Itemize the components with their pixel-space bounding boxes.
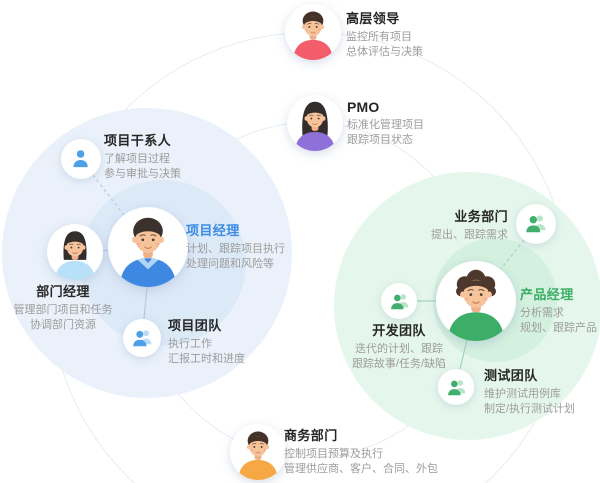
man-orange-shirt-avatar-icon (230, 424, 286, 480)
pmo-avatar (287, 95, 343, 151)
leader-label: 高层领导 监控所有项目 总体评估与决策 (346, 8, 423, 59)
dev-team-icon-bubble (381, 283, 417, 319)
woman-purple-shirt-avatar-icon (287, 95, 343, 151)
pmo-desc-1: 标准化管理项目 (347, 119, 424, 131)
dev-team-label: 开发团队 迭代的计划、跟踪 跟踪故事/任务/缺陷 (348, 320, 450, 371)
commerce-dept-label: 商务部门 控制项目预算及执行 管理供应商、客户、合同、外包 (284, 425, 438, 476)
commerce-dept-title: 商务部门 (284, 428, 338, 443)
product-manager-avatar (436, 261, 516, 341)
business-dept-icon-bubble (516, 204, 556, 244)
stakeholder-desc-1: 了解项目过程 (104, 153, 170, 165)
project-team-label: 项目团队 执行工作 汇报工时和进度 (168, 315, 245, 366)
test-team-label: 测试团队 维护测试用例库 制定/执行测试计划 (484, 365, 575, 416)
people-icon (131, 327, 153, 349)
product-manager-desc-1: 分析需求 (520, 307, 564, 319)
stakeholder-desc-2: 参与审批与决策 (104, 167, 181, 180)
project-manager-desc-2: 处理问题和风险等 (186, 257, 274, 270)
woman-lightblue-shirt-avatar-icon (47, 224, 103, 280)
commerce-dept-desc-1: 控制项目预算及执行 (284, 448, 383, 460)
dev-team-desc-2: 跟踪故事/任务/缺陷 (351, 357, 447, 370)
leader-title: 高层领导 (346, 11, 400, 26)
people-icon (389, 291, 410, 312)
pmo-desc-2: 跟踪项目状态 (347, 133, 413, 146)
stakeholder-title: 项目干系人 (104, 133, 172, 148)
commerce-dept-avatar (230, 424, 286, 480)
dev-team-title: 开发团队 (372, 323, 426, 338)
project-team-desc-2: 汇报工时和进度 (168, 352, 245, 365)
project-team-desc-1: 执行工作 (168, 338, 212, 350)
stakeholder-icon-bubble (61, 139, 101, 179)
product-manager-title: 产品经理 (520, 287, 574, 302)
leader-desc-2: 总体评估与决策 (346, 45, 423, 58)
commerce-dept-desc-2: 管理供应商、客户、合同、外包 (284, 462, 438, 475)
test-team-title: 测试团队 (484, 368, 538, 383)
dept-manager-title: 部门经理 (36, 284, 90, 299)
pmo-label: PMO 标准化管理项目 跟踪项目状态 (347, 99, 424, 147)
man-red-shirt-avatar-icon (285, 4, 341, 60)
project-manager-avatar (108, 207, 188, 287)
dept-manager-desc-2: 协调部门资源 (30, 318, 96, 331)
project-manager-title: 项目经理 (186, 223, 240, 238)
business-dept-title: 业务部门 (454, 209, 508, 224)
stakeholder-label: 项目干系人 了解项目过程 参与审批与决策 (104, 130, 181, 181)
person-icon (69, 147, 92, 170)
test-team-desc-1: 维护测试用例库 (484, 388, 561, 400)
project-team-title: 项目团队 (168, 318, 222, 333)
people-icon (446, 377, 467, 398)
man-blue-shirt-avatar-icon (108, 207, 188, 287)
dev-team-desc-1: 迭代的计划、跟踪 (355, 343, 443, 355)
business-dept-desc-1: 提出、跟踪需求 (431, 229, 508, 241)
project-team-icon-bubble (123, 319, 161, 357)
dept-manager-label: 部门经理 管理部门项目和任务 协调部门资源 (0, 281, 126, 332)
dept-manager-avatar (47, 224, 103, 280)
leader-avatar (285, 4, 341, 60)
project-manager-desc-1: 计划、跟踪项目执行 (186, 243, 285, 255)
test-team-icon-bubble (438, 369, 474, 405)
product-manager-desc-2: 规划、跟踪产品 (520, 321, 597, 334)
project-manager-label: 项目经理 计划、跟踪项目执行 处理问题和风险等 (186, 220, 285, 271)
product-manager-label: 产品经理 分析需求 规划、跟踪产品 (520, 284, 597, 335)
test-team-desc-2: 制定/执行测试计划 (484, 402, 576, 415)
dept-manager-desc-1: 管理部门项目和任务 (13, 304, 113, 316)
business-dept-label: 业务部门 提出、跟踪需求 (408, 206, 508, 243)
people-icon (524, 212, 547, 235)
leader-desc-1: 监控所有项目 (346, 31, 412, 43)
pmo-title: PMO (347, 99, 380, 115)
